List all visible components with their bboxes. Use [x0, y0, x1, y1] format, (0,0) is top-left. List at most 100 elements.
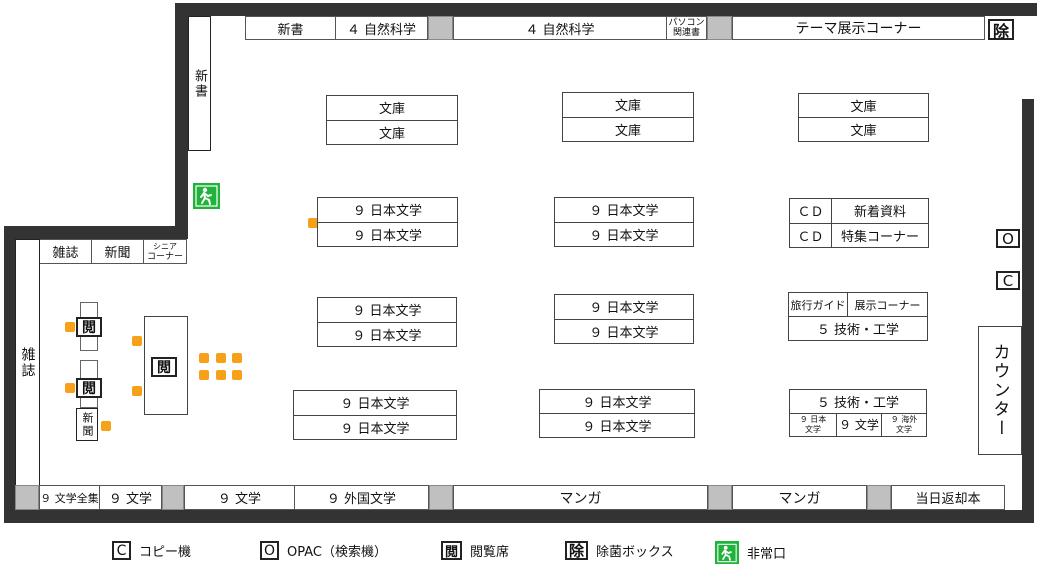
seat [132, 386, 142, 396]
shelf-label: ４ 自然科学 [525, 22, 595, 38]
shelf-bottom-returned-today: 当日返却本 [891, 485, 1005, 510]
shelf-label-top: 文庫 [614, 99, 641, 115]
reading-seat-icon: 閲 [76, 378, 102, 398]
wall-bottom [4, 510, 1034, 523]
shelf-japanese-lit-1: ９ 日本文学 ９ 日本文学 [317, 197, 458, 247]
shelf-label-bottom: ９ 日本文学 [294, 414, 456, 440]
shelf-bunko-2: 文庫 文庫 [562, 92, 694, 142]
shelf-label-line1: パソコン [668, 18, 705, 28]
shelf-top-natural-science-2: ４ 自然科学 [453, 16, 667, 40]
shelf-japanese-lit-5: ９ 日本文学 ９ 日本文学 [293, 390, 457, 440]
shelf-label-feature-corner: 特集コーナー [840, 229, 919, 245]
shelf-japanese-lit-4: ９ 日本文学 ９ 日本文学 [554, 294, 694, 344]
shelf-label: ９ 文学全集 [40, 491, 99, 505]
shelf-bottom-lit-collection: ９ 文学全集 [39, 485, 100, 510]
shelf-japanese-lit-6: ９ 日本文学 ９ 日本文学 [539, 389, 695, 438]
shelf-label: 雑誌 [52, 246, 79, 261]
symbol-text: 閲 [157, 360, 171, 376]
seat [65, 383, 75, 393]
shelf-label: 雑誌 [19, 346, 36, 379]
shelf-bunko-3: 文庫 文庫 [798, 93, 929, 142]
shelf-label-cd: ＣＤ [790, 199, 832, 223]
emergency-exit-icon [193, 183, 220, 209]
shelf-japanese-lit-2: ９ 日本文学 ９ 日本文学 [554, 197, 694, 247]
shelf-label: マンガ [559, 490, 602, 507]
shelf-label: 新聞 [104, 246, 131, 261]
shelf-label-line2: 関連書 [672, 28, 700, 38]
seat [199, 353, 209, 363]
legend-reading-seat: 閲 閲覧席 [441, 541, 509, 560]
shelf-label-bottom: ９ 日本文学 [318, 321, 456, 347]
shelf-label-bottom: 文庫 [327, 119, 457, 145]
shelf-label-line1: シニア [153, 241, 177, 251]
copy-machine-icon: C [112, 541, 131, 560]
shelf-label-tech: ５ 技術・工学 [816, 395, 900, 411]
shelf-label-new-arrivals: 新着資料 [853, 205, 906, 221]
opac-terminal-icon: O [260, 541, 280, 560]
legend-copy-machine: C コピー機 [112, 541, 191, 560]
shelf-label: テーマ展示コーナー [795, 21, 922, 37]
shelf-japanese-lit-3: ９ 日本文学 ９ 日本文学 [317, 297, 457, 347]
symbol-text: 閲 [82, 320, 96, 336]
legend-label: 除菌ボックス [596, 545, 674, 560]
shelf-gray-end [428, 16, 453, 40]
symbol-text: O [1002, 229, 1014, 248]
legend-emergency-exit: 非常口 [715, 541, 786, 564]
running-man-icon [717, 543, 737, 562]
shelf-label-line1: ９ 日本 [799, 414, 827, 424]
shelf-gray-end [429, 485, 453, 510]
reading-seat-icon: 閲 [76, 317, 102, 337]
shelf-label-literature: ９ 文学 [837, 413, 882, 436]
opac-terminal-icon: O [996, 229, 1020, 248]
shelf-label-line2: 文学 [896, 424, 912, 434]
wall-mid-left-horizontal [4, 226, 188, 239]
shelf-label-travel-guide: 旅行ガイド [789, 293, 848, 316]
wall-right [1022, 99, 1034, 523]
shelf-label-bottom: 文庫 [563, 116, 693, 142]
shelf-label: ９ 外国文学 [326, 492, 397, 507]
shelf-travel-tech: 旅行ガイド 展示コーナー ５ 技術・工学 [788, 292, 928, 341]
shelf-label: ９ 文学 [108, 492, 153, 507]
running-man-icon [195, 185, 218, 207]
shelf-gray-end [707, 16, 732, 40]
shelf-label: 新書 [277, 22, 304, 38]
shelf-bottom-literature-2: ９ 文学 [184, 485, 295, 510]
shelf-label-top: 文庫 [378, 102, 405, 118]
shelf-cd: ＣＤ 新着資料 ＣＤ 特集コーナー [789, 198, 929, 248]
seat [216, 353, 226, 363]
symbol-text: C [1002, 271, 1014, 290]
seat [232, 353, 242, 363]
sanitizer-box-icon: 除 [988, 19, 1014, 41]
shelf-top-theme-display: テーマ展示コーナー [732, 16, 985, 40]
seat [216, 370, 226, 380]
shelf-label-tech: ５ 技術・工学 [789, 316, 927, 340]
shelf-label-top: 文庫 [850, 100, 877, 115]
reading-seat-icon: 閲 [441, 541, 463, 560]
shelf-label-top: ９ 日本文学 [352, 204, 423, 220]
shelf-newspapers-top: 新聞 [91, 239, 144, 264]
shelf-left-shinsho: 新書 [188, 16, 211, 151]
shelf-bottom-literature-1: ９ 文学 [99, 485, 162, 510]
legend-label: OPAC（検索機） [287, 545, 388, 560]
legend-opac: O OPAC（検索機） [260, 541, 387, 560]
symbol-text: 除 [992, 21, 1009, 41]
seat [101, 421, 111, 431]
reading-seat-icon: 閲 [151, 357, 177, 377]
shelf-tech-lit: ５ 技術・工学 ９ 日本 文学 ９ 文学 ９ 海外 文学 [789, 389, 927, 437]
shelf-label-cd: ＣＤ [790, 223, 832, 247]
seat [308, 218, 318, 228]
shelf-bunko-1: 文庫 文庫 [326, 95, 458, 145]
shelf-label: 新書 [192, 68, 207, 99]
shelf-label-top: ９ 日本文学 [589, 204, 659, 220]
shelf-left-wall-magazines: 雑誌 [15, 239, 40, 486]
shelf-label-bottom: ９ 日本文学 [555, 221, 693, 247]
shelf-top-natural-science-1: ４ 自然科学 [335, 16, 428, 40]
sanitizer-box-icon: 除 [565, 541, 589, 560]
reading-table-large [144, 316, 188, 415]
seat [132, 336, 142, 346]
shelf-bottom-foreign-lit: ９ 外国文学 [294, 485, 429, 510]
shelf-label-line2: 文学 [805, 424, 821, 434]
symbol-text: 閲 [82, 381, 96, 397]
seat [199, 370, 209, 380]
shelf-label: 新聞 [81, 411, 94, 438]
